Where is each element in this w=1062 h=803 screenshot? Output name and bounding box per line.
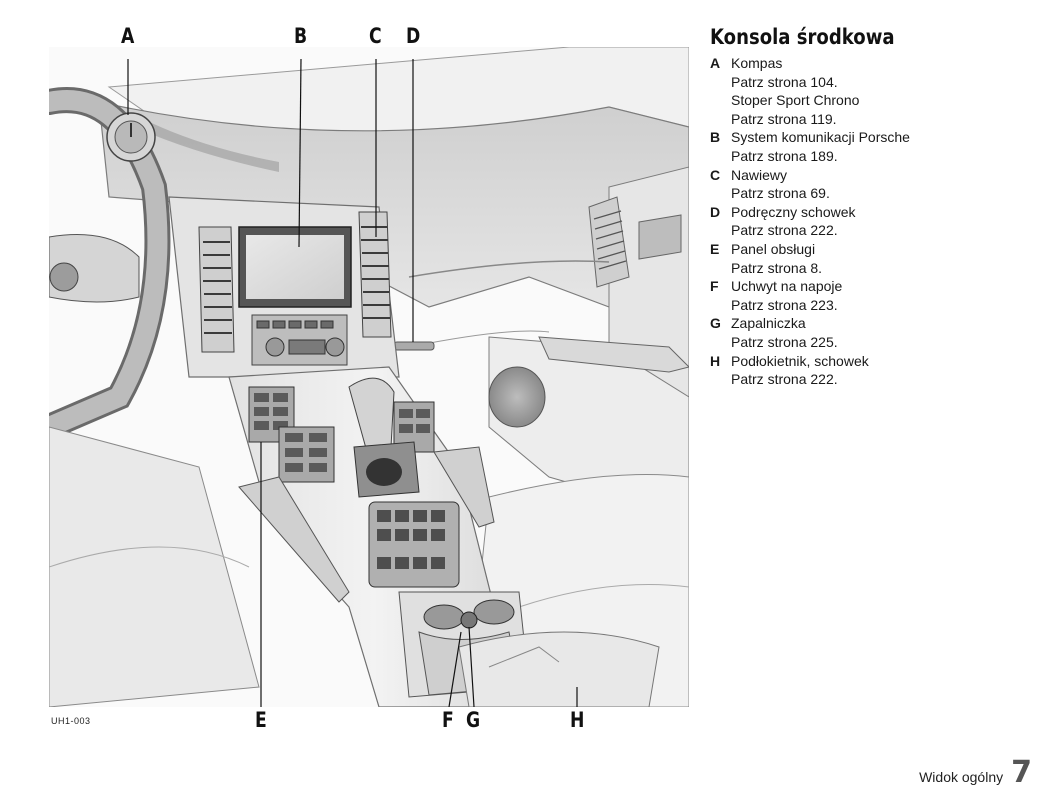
legend-item-e: E Panel obsługi Patrz strona 8. [710,240,1050,277]
legend-key: F [710,278,719,295]
legend-item-h: H Podłokietnik, schowek Patrz strona 222… [710,352,1050,389]
legend-item-g: G Zapalniczka Patrz strona 225. [710,314,1050,351]
section-name: Widok ogólny [919,769,1004,785]
legend-key: E [710,240,720,257]
callout-e: E [255,708,267,732]
legend-page-ref: Patrz strona 222. [731,222,838,239]
legend-item-c: C Nawiewy Patrz strona 69. [710,166,1050,203]
legend-item-f: F Uchwyt na napoje Patrz strona 223. [710,277,1050,314]
legend-page-ref: Patrz strona 8. [731,259,823,276]
legend-key: A [710,55,721,71]
legend-page-ref: Patrz strona 69. [731,185,830,202]
callout-h: H [570,708,585,732]
legend-item-b: B System komunikacji Porsche Patrz stron… [710,128,1050,165]
legend-page-ref: Patrz strona 189. [731,147,838,164]
legend-key: B [710,129,721,146]
legend-label: Podłokietnik, schowek [731,352,869,369]
legend-label: Stoper Sport Chrono [731,92,860,109]
callout-c: C [369,24,382,48]
legend-page-ref: Patrz strona 225. [731,333,838,350]
legend-label: System komunikacji Porsche [731,129,910,146]
legend-label: Kompas [731,55,783,71]
legend-key: D [710,203,721,220]
legend-key: C [710,166,721,183]
legend-label: Nawiewy [731,166,788,183]
legend-list: A Kompas Patrz strona 104. Stoper Sport … [710,54,1050,389]
figure-code: UH1-003 [51,716,91,726]
callout-d: D [406,24,421,48]
legend-page-ref: Patrz strona 223. [731,296,838,313]
legend-label: Panel obsługi [731,240,816,257]
legend-title: Konsola środkowa [710,25,895,49]
callout-f: F [442,708,454,732]
legend-panel: Konsola środkowa A Kompas Patrz strona 1… [710,25,1050,389]
legend-label: Uchwyt na napoje [731,278,843,295]
callout-a: A [121,24,135,48]
legend-label: Zapalniczka [731,315,806,332]
legend-key: H [710,352,721,369]
legend-key: G [710,315,721,332]
legend-page-ref: Patrz strona 222. [731,371,838,388]
center-console-illustration [49,47,689,707]
page-footer: Widok ogólny 7 [919,755,1032,790]
callout-g: G [466,708,481,732]
legend-item-d: D Podręczny schowek Patrz strona 222. [710,203,1050,240]
legend-item-a: A Kompas Patrz strona 104. Stoper Sport … [710,54,1050,128]
legend-label: Podręczny schowek [731,203,856,220]
legend-page-ref: Patrz strona 104. [731,73,838,90]
page-number: 7 [1011,755,1032,790]
legend-page-ref: Patrz strona 119. [731,110,837,127]
callout-b: B [294,24,308,48]
